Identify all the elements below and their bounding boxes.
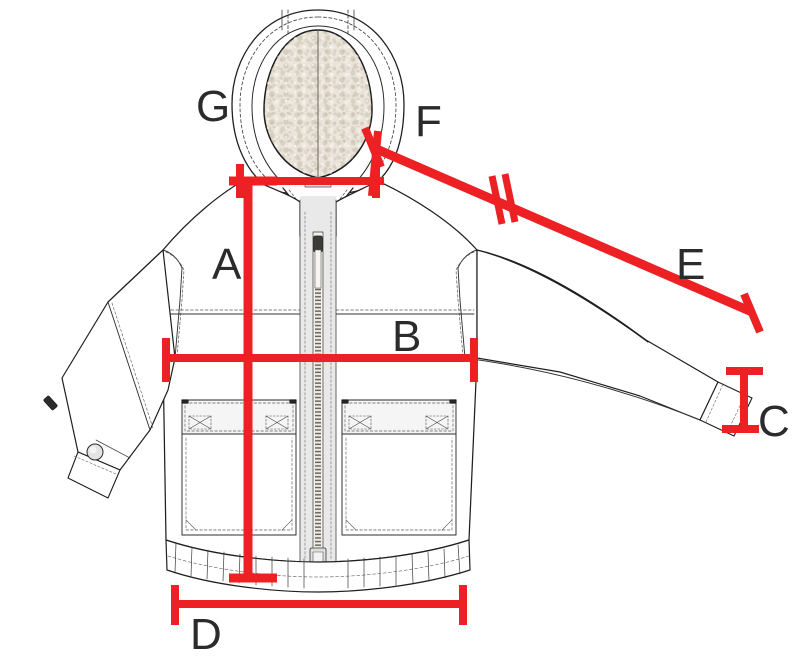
hood	[231, 9, 405, 233]
measure-line-F	[360, 130, 384, 197]
measure-line-B	[162, 338, 478, 382]
pocket-left	[181, 399, 297, 536]
dimension-label-g: G	[196, 82, 231, 131]
measure-line-A	[229, 176, 277, 583]
measurement-overlay	[162, 126, 764, 625]
measure-line-C	[722, 367, 763, 433]
jacket-line-art	[43, 9, 753, 593]
sleeve-right	[464, 249, 753, 437]
measure-line-D	[171, 585, 467, 625]
dimension-label-c: C	[758, 397, 790, 446]
dimension-label-d: D	[190, 610, 222, 659]
dimension-label-a: A	[212, 240, 242, 289]
jacket-body	[162, 177, 478, 593]
pocket-right	[341, 399, 457, 536]
dimension-label-e: E	[676, 240, 706, 289]
dimension-label-f: F	[415, 97, 442, 146]
dimension-label-b: B	[392, 312, 422, 361]
sleeve-left	[43, 249, 176, 499]
